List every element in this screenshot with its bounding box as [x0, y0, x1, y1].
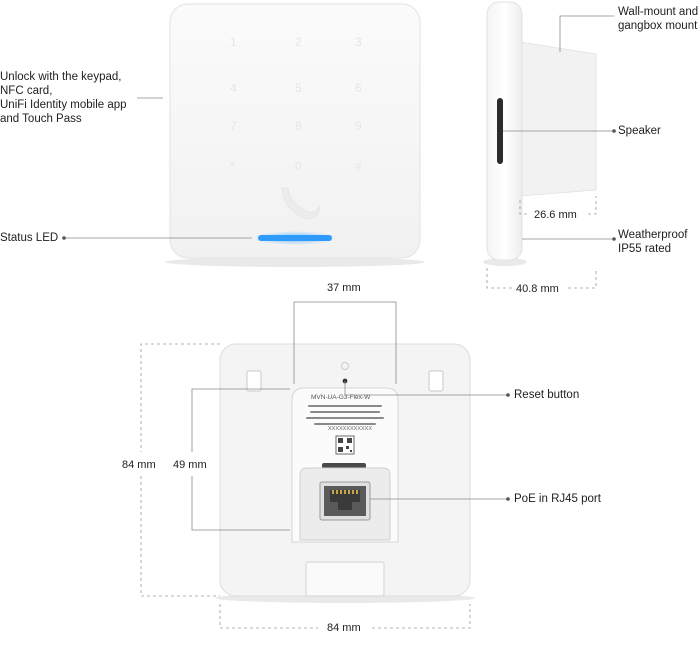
front-view: 1 2 3 4 5 6 7 8 9 * 0 # [165, 3, 425, 267]
back-height-dimension: 84 mm [122, 459, 156, 471]
qr-code [335, 435, 355, 455]
unlock-callout: Unlock with the keypad, NFC card, UniFi … [0, 70, 127, 126]
unlock-line-3: UniFi Identity mobile app [0, 99, 127, 111]
svg-text:*: * [230, 159, 235, 173]
svg-text:6: 6 [355, 81, 362, 95]
back-width-dimension: 84 mm [327, 622, 361, 634]
bottom-tab [305, 561, 385, 597]
svg-text:3: 3 [355, 35, 362, 49]
svg-text:7: 7 [230, 119, 237, 133]
unlock-line-1: Unlock with the keypad, [0, 71, 122, 83]
speaker-label: Speaker [618, 125, 661, 137]
weatherproof-callout: Weatherproof IP55 rated [618, 228, 687, 256]
wall-mount-callout: Wall-mount and gangbox mount [618, 5, 698, 33]
mount-slot-left [246, 370, 262, 392]
dimension-lines [140, 196, 597, 629]
status-led-label: Status LED [0, 232, 59, 244]
back-top-dimension: 37 mm [327, 282, 361, 294]
svg-text:0: 0 [295, 159, 302, 173]
poe-port-label: PoE in RJ45 port [514, 493, 601, 505]
wall-mount [519, 41, 597, 197]
keypad: 1 2 3 4 5 6 7 8 9 * 0 # [230, 35, 362, 173]
leader-lines [62, 15, 616, 501]
svg-text:4: 4 [230, 81, 237, 95]
weatherproof-line-1: Weatherproof [618, 229, 688, 241]
svg-text:8: 8 [295, 119, 302, 133]
back-view [215, 343, 475, 603]
unlock-line-2: NFC card, [0, 85, 53, 97]
device-serial-text: XXXXXXXXXXXX [328, 426, 373, 432]
status-led [258, 235, 332, 241]
svg-text:2: 2 [295, 35, 302, 49]
wall-mount-line-2: gangbox mount [618, 20, 698, 32]
side-depth-dimension: 26.6 mm [534, 209, 577, 221]
speaker-grille [497, 98, 503, 164]
mount-slot-right [428, 370, 444, 392]
reset-button-label: Reset button [514, 389, 580, 401]
back-inner-height-dimension: 49 mm [173, 459, 207, 471]
nfc-logo-icon [281, 187, 321, 220]
svg-text:9: 9 [355, 119, 362, 133]
weatherproof-line-2: IP55 rated [618, 243, 672, 255]
svg-text:#: # [355, 159, 362, 173]
label-fineprint [306, 405, 384, 425]
front-panel [169, 3, 421, 259]
svg-text:1: 1 [230, 35, 237, 49]
side-view [483, 1, 597, 266]
rj45-port [319, 481, 371, 521]
device-model-text: MVN-UA-G3-Flex-W [311, 394, 371, 401]
wall-mount-line-1: Wall-mount and [618, 6, 699, 18]
side-total-dimension: 40.8 mm [516, 283, 559, 295]
unlock-line-4: and Touch Pass [0, 113, 82, 125]
svg-text:5: 5 [295, 81, 302, 95]
